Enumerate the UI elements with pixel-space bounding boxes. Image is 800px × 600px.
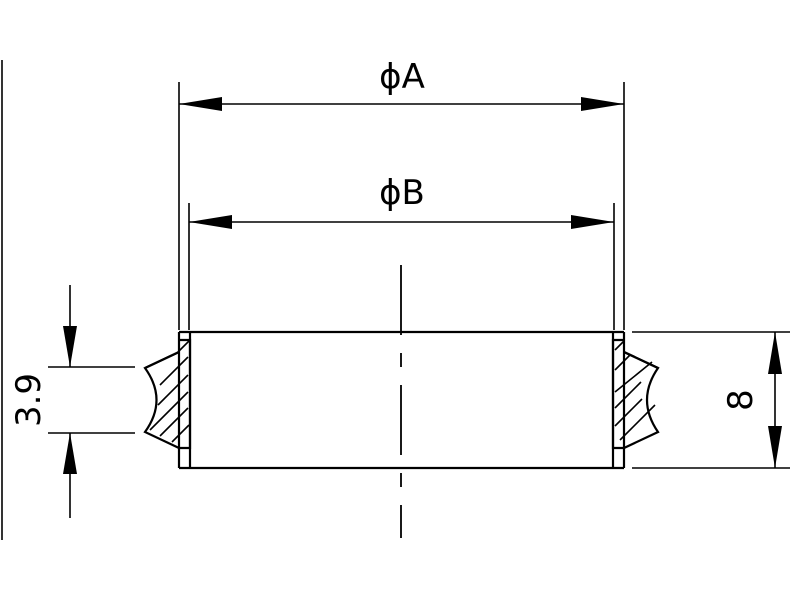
left-lip-section (143, 338, 192, 450)
diameter-a-label: ϕA (379, 57, 425, 97)
thickness-label: 3.9 (9, 373, 49, 427)
right-lip-section (611, 338, 660, 450)
dimension-height: 8 (632, 331, 790, 469)
dimension-thickness: 3.9 (9, 285, 135, 518)
dimension-diameter-b: ϕB (188, 173, 615, 330)
diameter-b-label: ϕB (379, 173, 425, 213)
height-label: 8 (721, 389, 761, 411)
dimension-diameter-a: ϕA (178, 57, 625, 330)
